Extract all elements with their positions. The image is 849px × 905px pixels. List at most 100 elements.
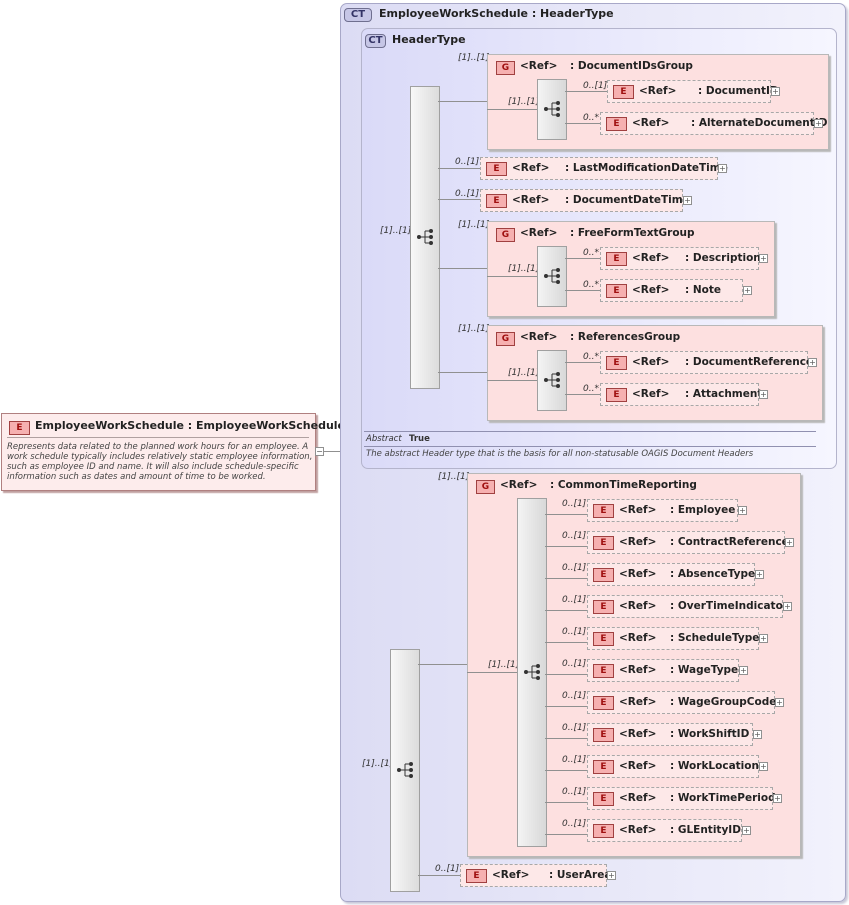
element-name: : ScheduleType	[670, 632, 760, 644]
element-user-area[interactable]: E <Ref> : UserArea	[460, 864, 611, 887]
sequence-compositor[interactable]	[517, 498, 547, 847]
element-contract-reference[interactable]: E <Ref> : ContractReference	[587, 531, 789, 554]
element-name: : Attachment	[685, 388, 763, 400]
sequence-compositor[interactable]	[537, 246, 567, 307]
element-wage-type[interactable]: E <Ref> : WageType	[587, 659, 739, 682]
element-over-time-indicator[interactable]: E <Ref> : OverTimeIndicator	[587, 595, 788, 618]
element-tag: E	[606, 284, 627, 298]
expand-toggle[interactable]: +	[759, 634, 768, 643]
element-description[interactable]: E <Ref> : Description	[600, 247, 761, 270]
element-tag: E	[606, 356, 627, 370]
expand-toggle[interactable]: +	[683, 196, 692, 205]
group-tag: G	[476, 480, 495, 494]
element-name: : WageType	[670, 664, 739, 676]
expand-toggle[interactable]: +	[753, 730, 762, 739]
element-employee[interactable]: E <Ref> : Employee	[587, 499, 738, 522]
element-cardinality: 0..[1]	[562, 595, 587, 605]
element-cardinality: 0..[1]	[562, 787, 587, 797]
element-last-modification-date-time[interactable]: E <Ref> : LastModificationDateTime	[480, 157, 728, 180]
group-tag: G	[496, 61, 515, 75]
element-name: : WorkLocation	[670, 760, 759, 772]
element-wage-group-code[interactable]: E <Ref> : WageGroupCode	[587, 691, 777, 714]
connector-line	[438, 199, 480, 200]
expand-toggle[interactable]: +	[607, 871, 616, 880]
group-cardinality: [1]..[1]	[458, 53, 490, 63]
connector-line	[315, 451, 350, 452]
expand-toggle[interactable]: +	[742, 826, 751, 835]
element-cardinality: 0..[1]	[455, 189, 480, 199]
sequence-icon	[544, 101, 560, 117]
element-cardinality: 0..*	[583, 384, 599, 394]
ref-label: <Ref>	[632, 388, 670, 400]
element-work-location[interactable]: E <Ref> : WorkLocation	[587, 755, 759, 778]
expand-toggle[interactable]: +	[759, 762, 768, 771]
ref-label: <Ref>	[639, 85, 677, 97]
sequence-icon	[397, 762, 413, 778]
ref-label: <Ref>	[619, 760, 657, 772]
expand-toggle[interactable]: +	[814, 119, 823, 128]
element-tag: E	[606, 252, 627, 266]
divider	[7, 437, 309, 438]
element-tag: E	[593, 824, 614, 838]
element-schedule-type[interactable]: E <Ref> : ScheduleType	[587, 627, 759, 650]
group-name: : DocumentIDsGroup	[570, 60, 693, 72]
element-attachment[interactable]: E <Ref> : Attachment	[600, 383, 763, 406]
element-alternate-document-id[interactable]: E <Ref> : AlternateDocumentID	[600, 112, 827, 135]
connector-line	[545, 674, 587, 675]
expand-toggle[interactable]: +	[759, 254, 768, 263]
element-gl-entity-id[interactable]: E <Ref> : GLEntityID	[587, 819, 742, 842]
expand-toggle[interactable]: +	[755, 570, 764, 579]
element-tag: E	[486, 194, 507, 208]
element-absence-type[interactable]: E <Ref> : AbsenceType	[587, 563, 755, 586]
element-tag: E	[593, 664, 614, 678]
element-tag: E	[613, 85, 634, 99]
element-name: : OverTimeIndicator	[670, 600, 788, 612]
expand-toggle[interactable]: +	[773, 794, 782, 803]
ref-label: <Ref>	[619, 504, 657, 516]
expand-toggle[interactable]: +	[738, 506, 747, 515]
element-note[interactable]: E <Ref> : Note	[600, 279, 743, 302]
expand-toggle[interactable]: +	[785, 538, 794, 547]
expand-toggle[interactable]: +	[808, 358, 817, 367]
connector-line	[565, 258, 600, 259]
expand-toggle[interactable]: +	[743, 286, 752, 295]
root-doc-line: such as employee ID and name. It will al…	[7, 462, 299, 472]
element-tag: E	[593, 504, 614, 518]
expand-toggle[interactable]: +	[775, 698, 784, 707]
group-name: : CommonTimeReporting	[550, 479, 697, 491]
expand-toggle[interactable]: +	[739, 666, 748, 675]
expand-toggle[interactable]: +	[718, 164, 727, 173]
element-document-reference[interactable]: E <Ref> : DocumentReference	[600, 351, 813, 374]
element-cardinality: 0..*	[583, 352, 599, 362]
root-element-box[interactable]: E EmployeeWorkSchedule : EmployeeWorkSch…	[1, 413, 345, 491]
connector-line	[438, 372, 487, 373]
ref-label: <Ref>	[512, 194, 550, 206]
element-work-time-period[interactable]: E <Ref> : WorkTimePeriod	[587, 787, 776, 810]
expand-toggle[interactable]: +	[759, 390, 768, 399]
ref-label: <Ref>	[632, 117, 670, 129]
connector-line	[418, 664, 467, 665]
element-document-date-time[interactable]: E <Ref> : DocumentDateTime	[480, 189, 690, 212]
header-type-badge: CT	[365, 34, 386, 48]
connector-line	[565, 362, 600, 363]
sequence-compositor[interactable]	[390, 649, 420, 892]
sequence-compositor[interactable]	[537, 79, 567, 140]
ref-label: <Ref>	[492, 869, 530, 881]
connector-line	[545, 834, 587, 835]
header-type-title: HeaderType	[392, 33, 466, 46]
collapse-toggle[interactable]: −	[315, 447, 324, 456]
connector-line	[418, 875, 460, 876]
expand-toggle[interactable]: +	[783, 602, 792, 611]
connector-line	[545, 802, 587, 803]
sequence-cardinality: [1]..[1]	[488, 660, 520, 670]
element-document-id[interactable]: E <Ref> : DocumentID	[607, 80, 779, 103]
sequence-compositor[interactable]	[537, 350, 567, 411]
connector-line	[438, 268, 487, 269]
connector-line	[565, 91, 607, 92]
expand-toggle[interactable]: +	[771, 87, 780, 96]
element-work-shift-id[interactable]: E <Ref> : WorkShiftID	[587, 723, 753, 746]
sequence-compositor[interactable]	[410, 86, 440, 389]
connector-line	[487, 276, 537, 277]
connector-line	[545, 514, 587, 515]
element-name: : WageGroupCode	[670, 696, 777, 708]
